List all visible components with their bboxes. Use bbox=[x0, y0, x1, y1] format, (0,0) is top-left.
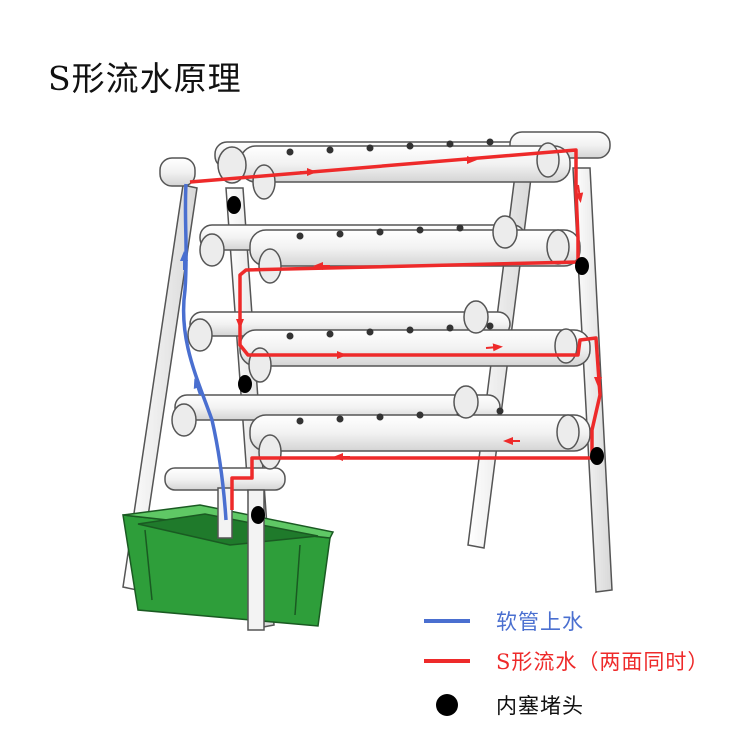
legend-label-hose: 软管上水 bbox=[496, 606, 584, 636]
diagram-title: S形流水原理 bbox=[48, 52, 242, 100]
legend-label-flow: S形流水（两面同时） bbox=[496, 646, 709, 676]
legend-label-plug: 内塞堵头 bbox=[496, 690, 584, 720]
legend-item-flow: S形流水（两面同时） bbox=[424, 644, 709, 678]
legend-item-plug: 内塞堵头 bbox=[424, 688, 584, 722]
legend-line-red bbox=[424, 659, 470, 663]
legend-item-hose: 软管上水 bbox=[424, 604, 584, 638]
legend-line-blue bbox=[424, 619, 470, 623]
legend-dot-icon bbox=[436, 694, 458, 716]
